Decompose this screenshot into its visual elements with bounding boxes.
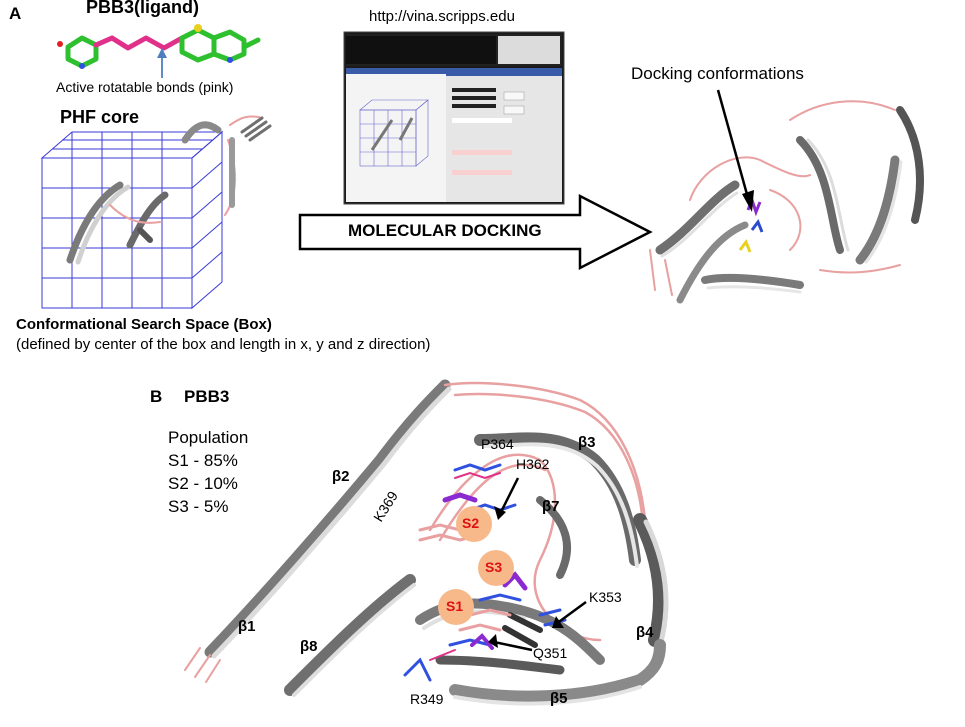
strand-beta2: β2 [332,468,350,485]
rotatable-bonds-note: Active rotatable bonds (pink) [56,79,234,95]
site-label-s2: S2 [462,515,480,531]
docking-pointer-arrowhead [742,190,754,212]
site-s3-circle [478,550,514,586]
phf-core-title: PHF core [60,107,140,127]
population-s2: S2 - 10% [168,474,238,493]
residue-r349: R349 [410,691,444,707]
residue-p364: P364 [481,436,514,452]
phf-core-fibril [66,115,272,265]
population-s3: S3 - 5% [168,497,229,516]
molecular-docking-label: MOLECULAR DOCKING [348,221,542,240]
strand-beta7: β7 [542,498,560,515]
population-heading: Population [168,428,249,447]
pbb3-fibril-structure [184,379,669,706]
site-label-s3: S3 [485,559,503,575]
search-box-title: Conformational Search Space (Box) [16,316,272,333]
site-label-s1: S1 [446,598,464,614]
strand-beta4: β4 [636,624,654,641]
h362-arrowhead [494,506,506,520]
residue-arrows [493,477,587,652]
strand-beta3: β3 [578,434,596,451]
docking-pointer-arrow [716,89,750,199]
residue-q351: Q351 [533,645,568,661]
site-s2-circle [456,506,492,542]
residue-k353: K353 [589,589,622,605]
panel-a-letter: A [9,4,22,23]
panel-b-title: PBB3 [184,387,230,406]
q351-arrowhead [488,634,498,648]
population-s1: S1 - 85% [168,451,238,470]
panel-b-letter: B [150,387,163,406]
strand-beta5: β5 [550,690,568,707]
rotatable-bond-arrowhead [157,48,167,58]
site-s1-circle [438,589,474,625]
strand-beta8: β8 [300,638,318,655]
search-space-grid [40,130,224,310]
ligand-title: PBB3(ligand) [86,0,200,17]
vina-software-screenshot [343,31,565,205]
docked-fibril [649,100,924,304]
pbb3-ligand-model [57,24,261,69]
molecular-docking-arrow [298,193,653,271]
residue-h362: H362 [516,456,550,472]
docking-conformations-label: Docking conformations [631,64,804,83]
k353-arrowhead [552,616,564,628]
strand-beta1: β1 [238,618,256,635]
search-box-description: (defined by center of the box and length… [16,336,431,353]
vina-url: http://vina.scripps.edu [369,8,515,25]
